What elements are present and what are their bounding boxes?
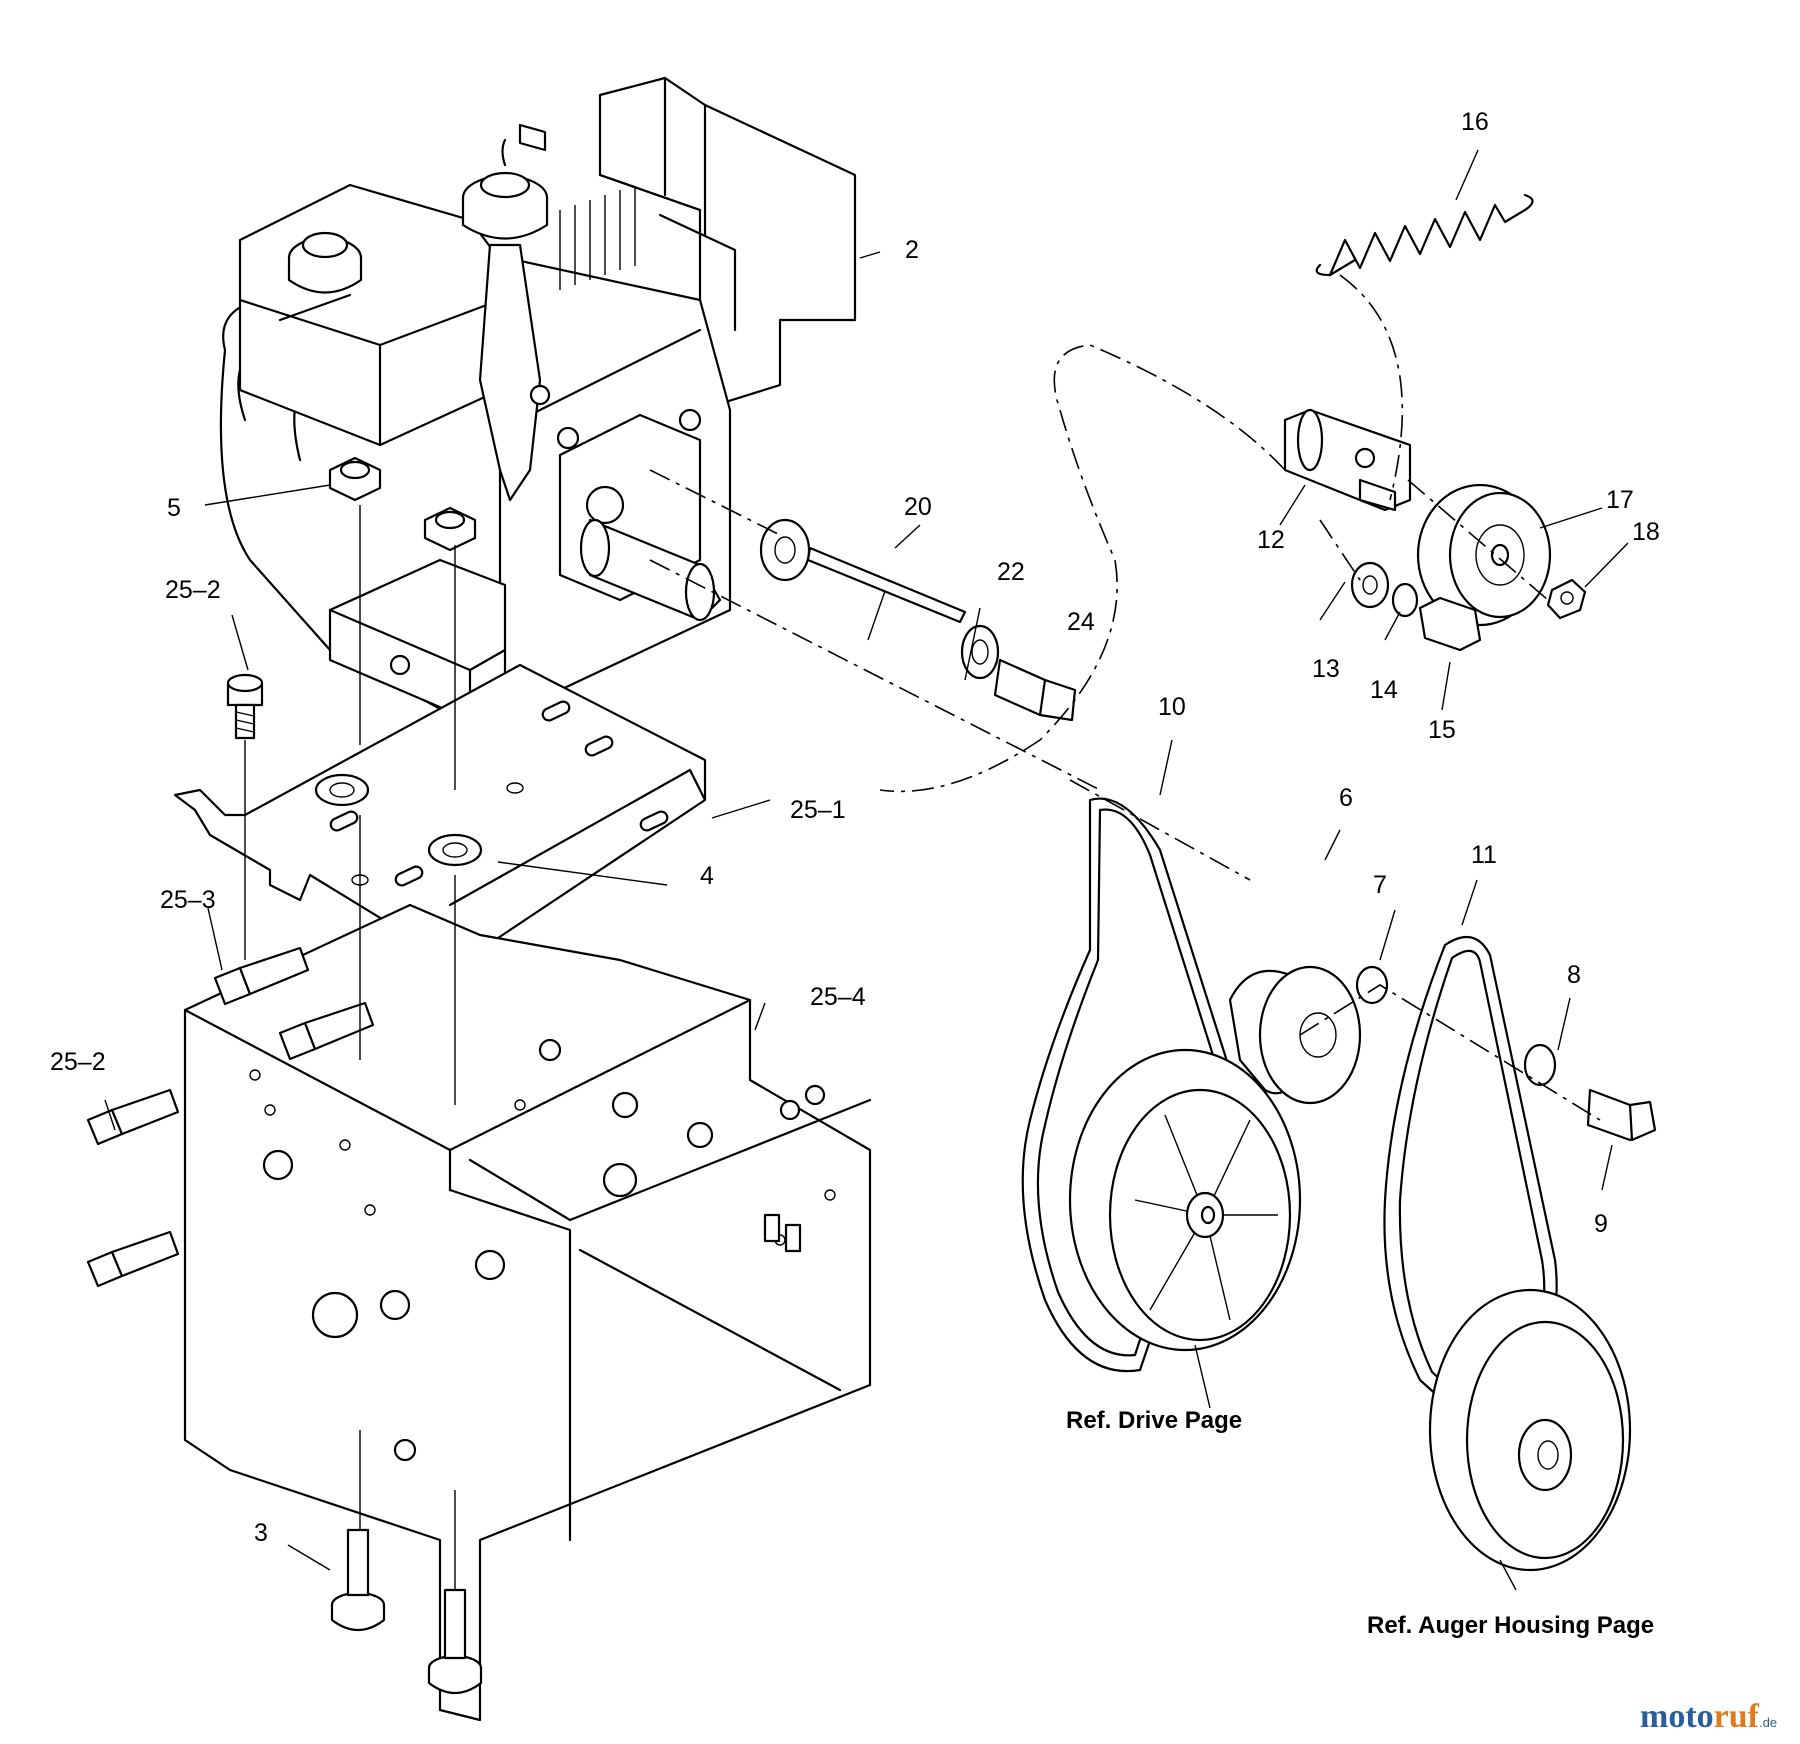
callout-22: 22 bbox=[997, 558, 1025, 586]
callout-24: 24 bbox=[1067, 608, 1095, 636]
callout-4: 4 bbox=[700, 862, 714, 890]
pto-shaft-parts bbox=[649, 469, 1251, 881]
callout-25-2-top: 25–2 bbox=[165, 576, 221, 604]
callout-10: 10 bbox=[1158, 693, 1186, 721]
idler-assembly bbox=[879, 193, 1587, 793]
reference-notes: Ref. Drive Page Ref. Auger Housing Page bbox=[1066, 1407, 1654, 1639]
callout-3: 3 bbox=[254, 1519, 268, 1547]
watermark-part1: moto bbox=[1640, 1698, 1714, 1735]
callout-12: 12 bbox=[1257, 526, 1285, 554]
ref-drive-page: Ref. Drive Page bbox=[1066, 1407, 1242, 1434]
callout-15: 15 bbox=[1428, 716, 1456, 744]
callout-7: 7 bbox=[1373, 871, 1387, 899]
callout-2: 2 bbox=[905, 236, 919, 264]
callout-25-3: 25–3 bbox=[160, 886, 216, 914]
callout-20: 20 bbox=[904, 493, 932, 521]
callout-25-4: 25–4 bbox=[810, 983, 866, 1011]
engine bbox=[219, 76, 857, 732]
ref-auger-housing-page: Ref. Auger Housing Page bbox=[1367, 1612, 1654, 1639]
frame bbox=[183, 903, 872, 1722]
watermark-part2: ruf bbox=[1714, 1698, 1760, 1735]
callout-6: 6 bbox=[1339, 784, 1353, 812]
callout-9: 9 bbox=[1594, 1210, 1608, 1238]
callout-5: 5 bbox=[167, 494, 181, 522]
engine-mount-plate bbox=[173, 663, 707, 962]
fasteners bbox=[86, 505, 483, 1695]
callout-11: 11 bbox=[1471, 841, 1497, 869]
callout-16: 16 bbox=[1461, 108, 1489, 136]
callout-18: 18 bbox=[1632, 518, 1660, 546]
watermark-logo: motoruf.de bbox=[1640, 1698, 1777, 1735]
callout-labels: 2 5 25–2 25–1 4 25–3 25–4 25–2 3 20 22 2… bbox=[50, 108, 1660, 1547]
callout-8: 8 bbox=[1567, 961, 1581, 989]
leader-lines bbox=[104, 149, 1629, 1591]
callout-17: 17 bbox=[1606, 486, 1634, 514]
callout-14: 14 bbox=[1370, 676, 1398, 704]
watermark-suffix: .de bbox=[1759, 1715, 1777, 1730]
callout-25-1: 25–1 bbox=[790, 796, 846, 824]
drive-belts bbox=[1021, 797, 1657, 1572]
svg-text:motoruf.de: motoruf.de bbox=[1640, 1698, 1777, 1735]
callout-25-2-left: 25–2 bbox=[50, 1048, 106, 1076]
callout-13: 13 bbox=[1312, 655, 1340, 683]
